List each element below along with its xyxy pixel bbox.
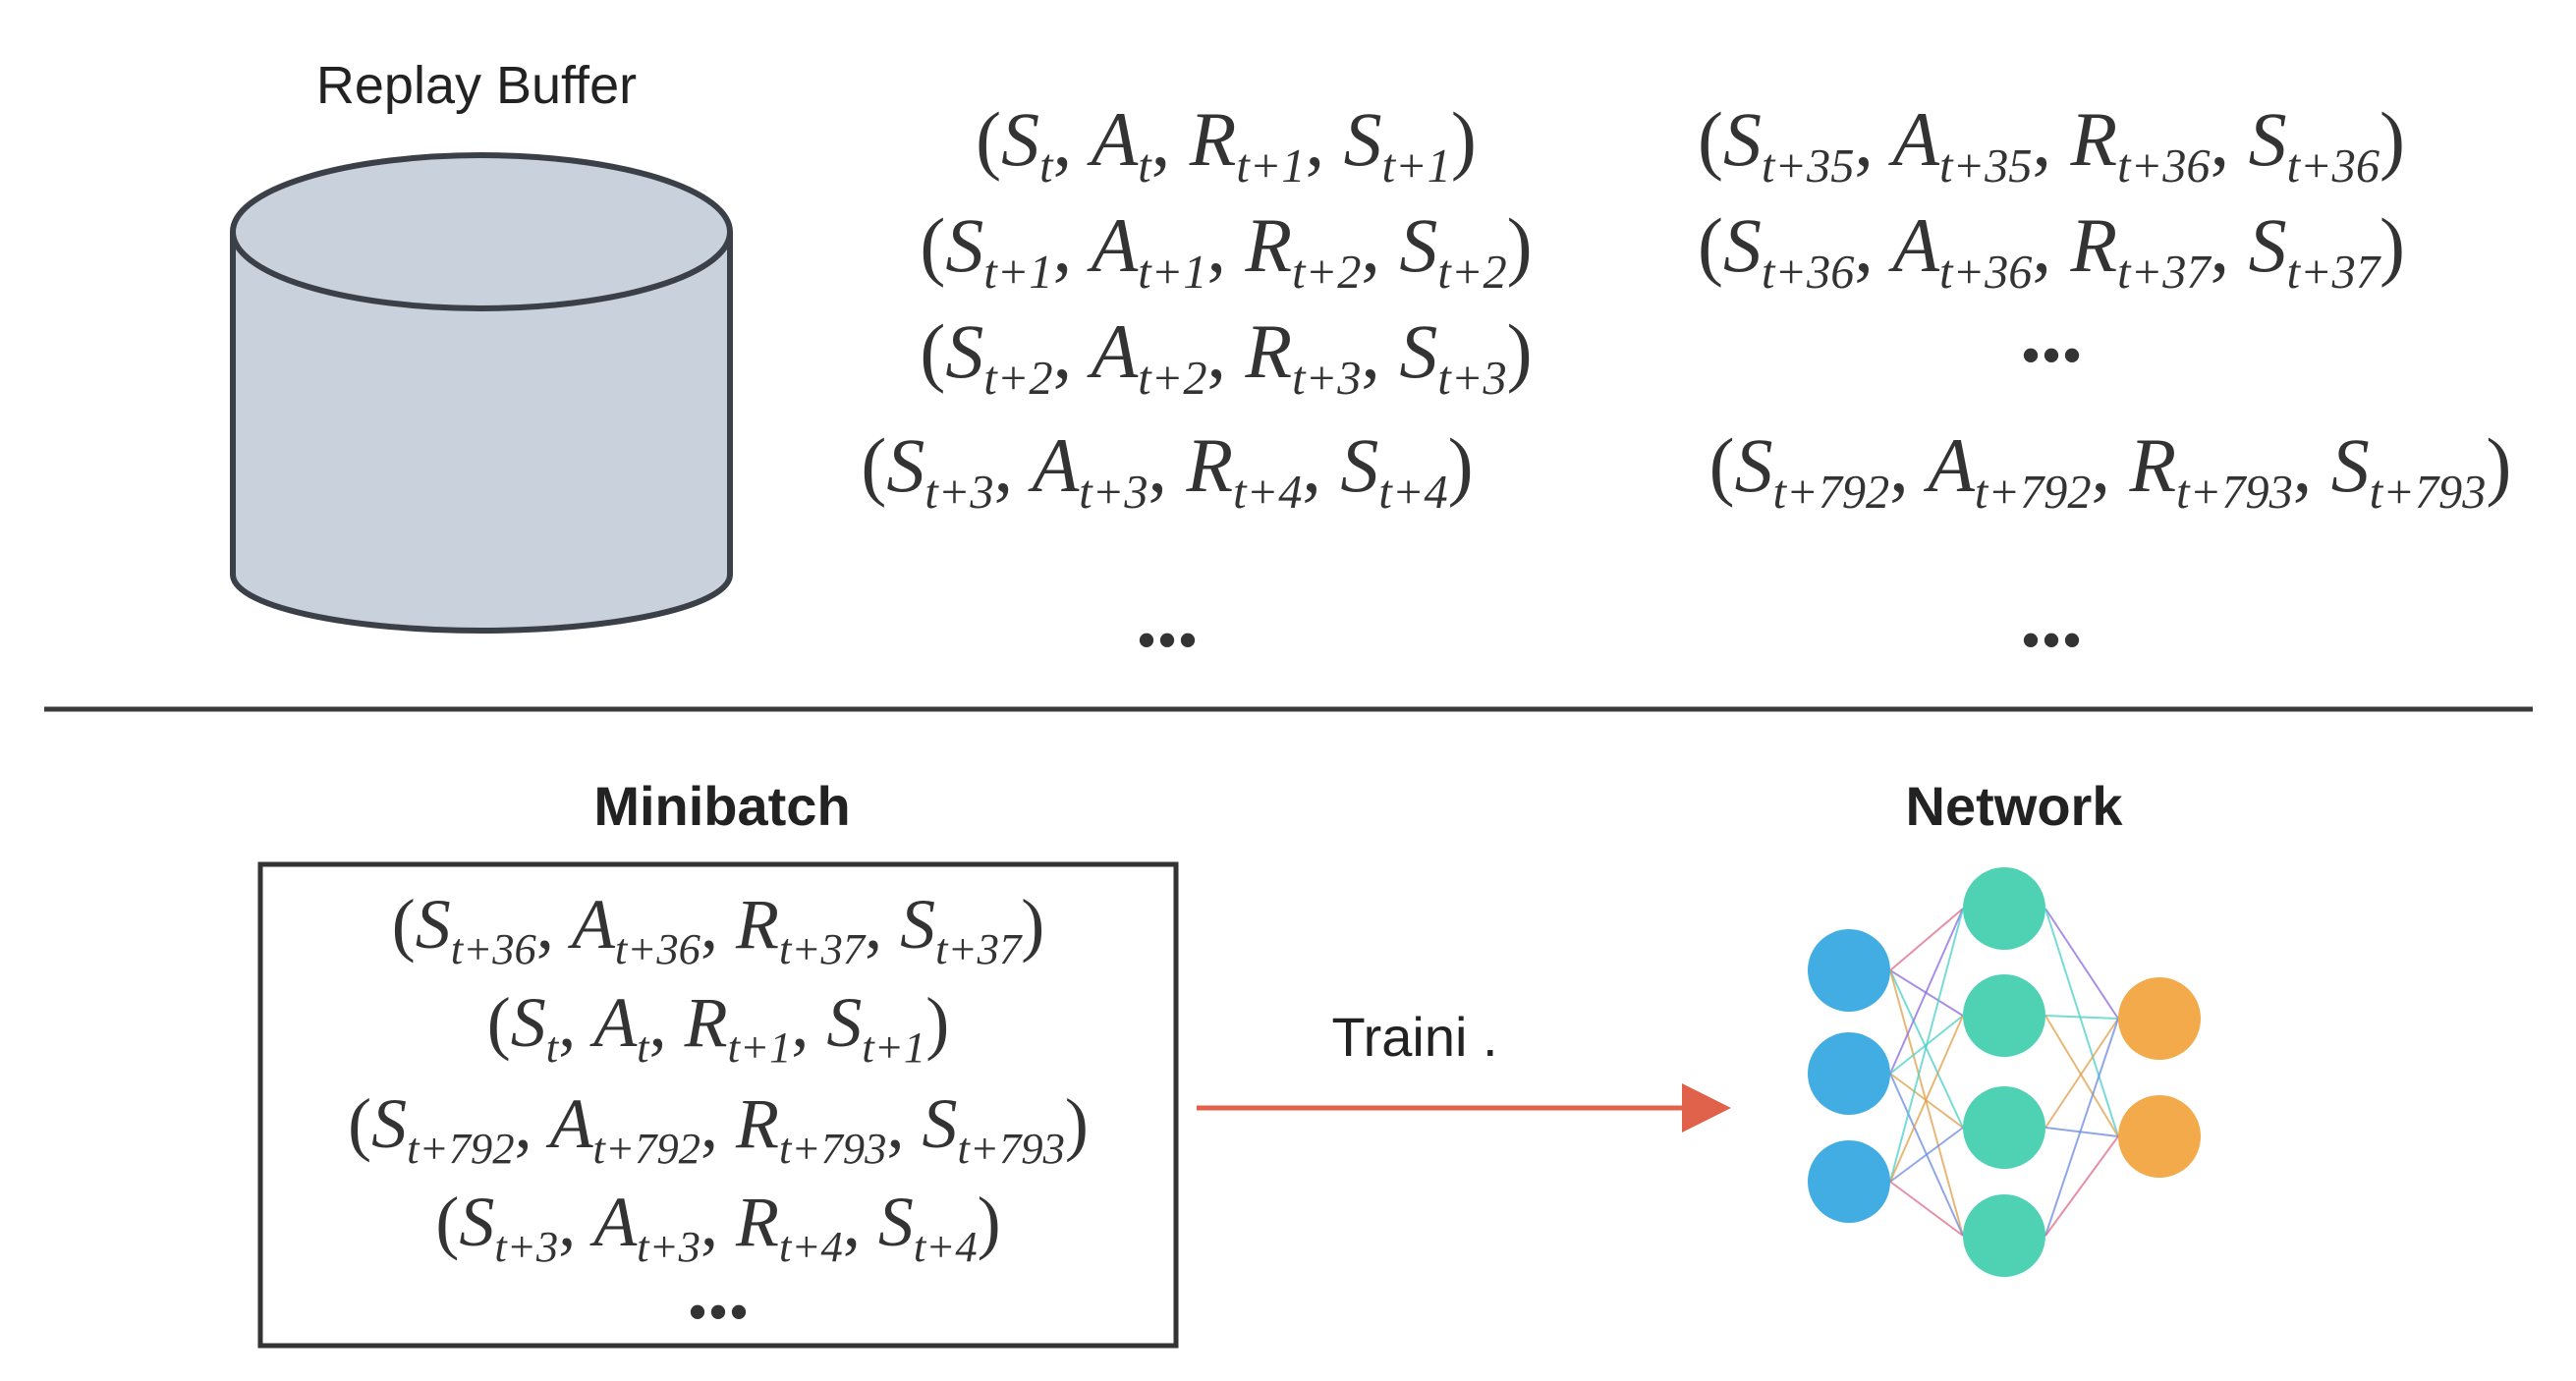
subscript-s: t+3 — [494, 1222, 558, 1271]
network-edge — [1889, 1181, 1964, 1237]
network-node — [1963, 1194, 2045, 1277]
subscript-s: t+2 — [983, 353, 1052, 405]
buffer-transition: (St+36​, At+36​, Rt+37​, St+37​) — [1698, 202, 2405, 299]
buffer-transition: (St+792​, At+792​, Rt+793​, St+793​) — [1709, 422, 2512, 519]
minibatch-transition: (St​, At​, Rt+1​, St+1​) — [487, 983, 949, 1072]
subscript-a: t+3 — [1079, 467, 1148, 519]
subscript-s2: t+4 — [914, 1222, 978, 1271]
subscript-r: t+37 — [779, 924, 867, 973]
buffer-transition: (St+35​, At+35​, Rt+36​, St+36​) — [1698, 96, 2405, 193]
network-title: Network — [1906, 775, 2124, 837]
network-node — [2118, 977, 2201, 1060]
buffer-transition: (St​, At​, Rt+1​, St+1​) — [976, 96, 1477, 193]
subscript-s2: t+1 — [1382, 140, 1451, 193]
subscript-s2: t+2 — [1437, 247, 1506, 299]
network-edge — [2044, 1015, 2119, 1137]
minibatch-title: Minibatch — [593, 775, 850, 837]
network-node — [1963, 867, 2045, 950]
subscript-r: t+36 — [2117, 140, 2210, 193]
subscript-s2: t+1 — [862, 1022, 925, 1072]
buffer-transition: (St+2​, At+2​, Rt+3​, St+3​) — [920, 308, 1532, 405]
subscript-a: t — [1138, 140, 1152, 193]
training-label: Traini . — [1331, 1006, 1497, 1068]
subscript-r: t+37 — [2117, 247, 2212, 299]
subscript-s: t+3 — [924, 467, 993, 519]
buffer-ellipsis-right-bottom: ••• — [2020, 608, 2082, 673]
network-edge — [1889, 1127, 1964, 1183]
minibatch-transition: (St+3​, At+3​, Rt+4​, St+4​) — [435, 1183, 1000, 1271]
subscript-a: t+36 — [1939, 247, 2032, 299]
subscript-s2: t+37 — [935, 924, 1023, 973]
subscript-r: t+793 — [779, 1124, 886, 1173]
network-edge — [2044, 908, 2119, 1020]
subscript-a: t — [637, 1022, 650, 1072]
subscript-s: t+36 — [451, 924, 537, 973]
minibatch-ellipsis: ••• — [687, 1280, 749, 1345]
subscript-r: t+4 — [1233, 467, 1302, 519]
subscript-s: t+1 — [983, 247, 1052, 299]
subscript-s: t+35 — [1762, 140, 1854, 193]
buffer-left-column: (St​, At​, Rt+1​, St+1​)(St+1​, At+1​, R… — [861, 96, 1532, 519]
subscript-s: t+36 — [1762, 247, 1854, 299]
network-node — [1808, 1032, 1890, 1115]
network-node — [1808, 1140, 1890, 1223]
network-edge — [1889, 908, 1964, 1075]
network-edge — [1889, 969, 1964, 1237]
subscript-r: t+2 — [1292, 247, 1361, 299]
network-edge — [2044, 908, 2119, 1137]
network-node — [1963, 974, 2045, 1057]
minibatch-transition: (St+36​, At+36​, Rt+37​, St+37​) — [392, 885, 1045, 973]
subscript-a: t+3 — [637, 1222, 700, 1271]
subscript-a: t+792 — [1975, 467, 2092, 519]
minibatch-box — [257, 861, 1179, 1349]
network-edge — [2044, 1135, 2119, 1237]
subscript-r: t+3 — [1292, 353, 1361, 405]
network-edge — [2044, 1127, 2119, 1137]
subscript-r: t+1 — [728, 1022, 792, 1072]
network-edge — [1889, 908, 1964, 971]
neural-network-icon — [1808, 867, 2201, 1277]
subscript-a: t+35 — [1939, 140, 2032, 193]
buffer-right-column: (St+35​, At+35​, Rt+36​, St+36​)(St+36​,… — [1698, 96, 2511, 519]
subscript-s2: t+4 — [1378, 467, 1447, 519]
subscript-s: t — [1039, 140, 1054, 193]
subscript-s2: t+3 — [1437, 353, 1506, 405]
subscript-a: t+36 — [615, 924, 701, 973]
subscript-s2: t+793 — [2370, 467, 2487, 519]
subscript-s: t+792 — [1773, 467, 1890, 519]
network-node — [1808, 929, 1890, 1012]
subscript-s: t — [546, 1022, 560, 1072]
minibatch-transition: (St+792​, At+792​, Rt+793​, St+793​) — [348, 1084, 1089, 1173]
network-edge — [2044, 1018, 2119, 1129]
subscript-s2: t+37 — [2287, 247, 2381, 299]
subscript-r: t+793 — [2176, 467, 2293, 519]
subscript-s2: t+36 — [2287, 140, 2380, 193]
network-edge — [1889, 908, 1964, 1183]
buffer-ellipsis-left-bottom: ••• — [1136, 608, 1198, 673]
network-edge — [2044, 1018, 2119, 1237]
buffer-transition: (St+1​, At+1​, Rt+2​, St+2​) — [920, 202, 1532, 299]
buffer-ellipsis-right-mid: ••• — [2020, 323, 2082, 388]
subscript-r: t+4 — [779, 1222, 843, 1271]
network-node — [1963, 1086, 2045, 1169]
network-edge — [2044, 1015, 2119, 1020]
network-edge — [1889, 969, 1964, 1129]
minibatch-entries: (St+36​, At+36​, Rt+37​, St+37​) (St​, At… — [348, 885, 1089, 1271]
network-node — [2118, 1095, 2201, 1178]
subscript-a: t+792 — [593, 1124, 700, 1173]
replay-buffer-title: Replay Buffer — [316, 56, 637, 115]
subscript-s2: t+793 — [957, 1124, 1064, 1173]
subscript-r: t+1 — [1236, 140, 1305, 193]
network-edge — [1889, 1015, 1964, 1183]
buffer-transition: (St+3​, At+3​, Rt+4​, St+4​) — [861, 422, 1473, 519]
subscript-s: t+792 — [407, 1124, 514, 1173]
database-icon — [230, 152, 733, 634]
subscript-a: t+2 — [1138, 353, 1206, 405]
subscript-a: t+1 — [1138, 247, 1206, 299]
